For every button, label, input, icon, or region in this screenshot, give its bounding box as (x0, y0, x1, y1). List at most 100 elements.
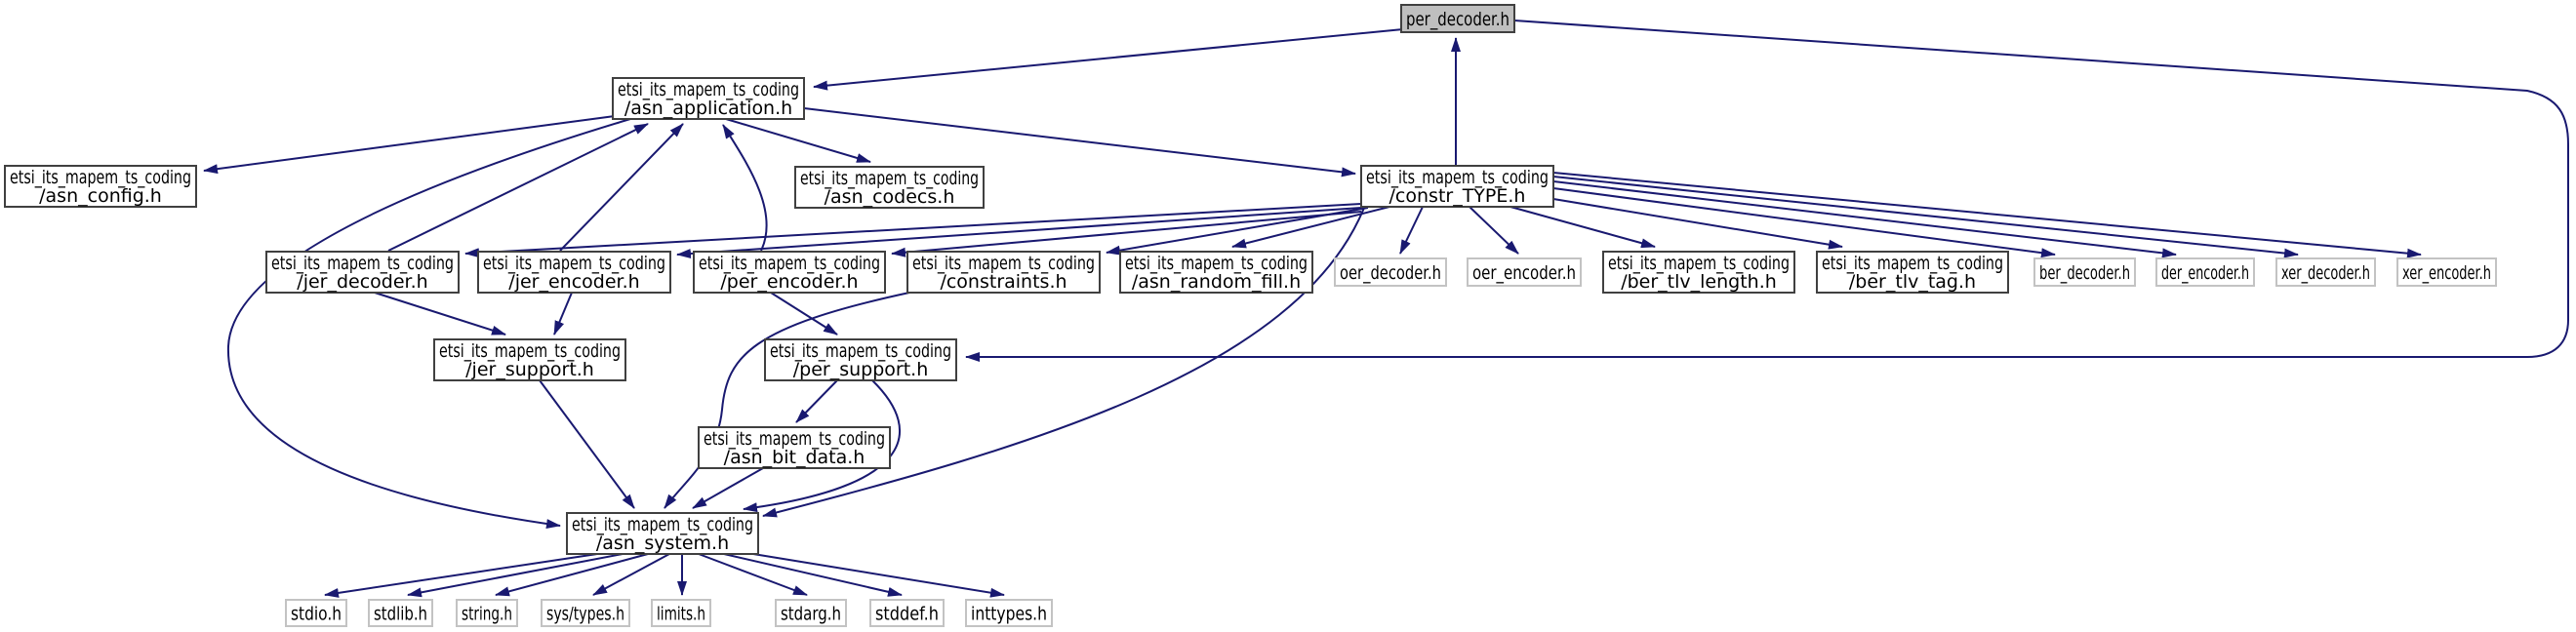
node-label: etsi_its_mapem_ts_coding (618, 79, 799, 100)
node-box[interactable] (1400, 4, 1515, 33)
node-label: etsi_its_mapem_ts_coding (704, 428, 885, 450)
node-oer_decoder: oer_decoder.h (1334, 257, 1447, 287)
node-per_encoder[interactable]: etsi_its_mapem_ts_coding/per_encoder.h (693, 251, 886, 294)
node-box[interactable] (4, 165, 197, 208)
node-label: etsi_its_mapem_ts_coding (1822, 253, 2003, 274)
node-box[interactable] (1119, 251, 1313, 294)
node-box (368, 599, 433, 627)
node-box[interactable] (906, 251, 1101, 294)
node-label: /jer_support.h (465, 359, 594, 380)
edge-asn_system-includes-inttypes (752, 553, 1005, 598)
node-label: /asn_random_fill.h (1132, 271, 1301, 293)
node-box[interactable] (794, 166, 985, 209)
node-box[interactable] (698, 426, 891, 469)
edge-asn_application-includes-constr_TYPE (803, 107, 1356, 178)
node-stdlib: stdlib.h (368, 599, 433, 627)
node-label: etsi_its_mapem_ts_coding (912, 253, 1095, 274)
node-label: stddef.h (875, 604, 939, 625)
node-box[interactable] (1602, 251, 1795, 294)
node-per_decoder[interactable]: per_decoder.h (1400, 4, 1515, 33)
node-label: etsi_its_mapem_ts_coding (439, 340, 621, 362)
edge-constr_TYPE-includes-ber_tlv_length (1509, 206, 1656, 249)
edge-asn_system-includes-stdarg (698, 553, 808, 596)
node-label: /asn_application.h (624, 98, 792, 119)
node-box (651, 599, 711, 627)
node-label: ber_decoder.h (2039, 262, 2130, 284)
node-per_support[interactable]: etsi_its_mapem_ts_coding/per_support.h (764, 338, 957, 381)
node-constr_TYPE[interactable]: etsi_its_mapem_ts_coding/constr_TYPE.h (1360, 165, 1554, 208)
node-der_encoder: der_encoder.h (2155, 257, 2255, 287)
node-jer_support[interactable]: etsi_its_mapem_ts_coding/jer_support.h (433, 338, 626, 381)
edge-constr_TYPE-includes-jer_encoder (676, 207, 1362, 259)
edge-asn_application-includes-asn_codecs (725, 118, 871, 163)
node-limits: limits.h (651, 599, 711, 627)
edge-per_decoder-includes-per_support (965, 20, 2569, 362)
node-asn_system[interactable]: etsi_its_mapem_ts_coding/asn_system.h (566, 512, 759, 555)
node-label: etsi_its_mapem_ts_coding (10, 167, 191, 188)
node-stdarg: stdarg.h (775, 599, 847, 627)
node-box[interactable] (477, 251, 671, 294)
node-label: oer_encoder.h (1472, 262, 1576, 284)
node-label: xer_encoder.h (2402, 262, 2491, 284)
edge-asn_application-includes-asn_system (226, 118, 631, 530)
node-constraints[interactable]: etsi_its_mapem_ts_coding/constraints.h (906, 251, 1101, 294)
node-label: der_encoder.h (2161, 262, 2249, 284)
node-label: etsi_its_mapem_ts_coding (271, 253, 454, 274)
node-box[interactable] (1816, 251, 2009, 294)
node-ber_tlv_tag[interactable]: etsi_its_mapem_ts_coding/ber_tlv_tag.h (1816, 251, 2009, 294)
node-box[interactable] (612, 77, 805, 120)
node-label: /asn_codecs.h (825, 186, 955, 208)
node-label: /asn_bit_data.h (724, 447, 865, 468)
node-jer_decoder[interactable]: etsi_its_mapem_ts_coding/jer_decoder.h (265, 251, 460, 294)
edge-per_encoder-includes-per_support (770, 292, 838, 336)
node-label: /ber_tlv_tag.h (1849, 271, 1976, 293)
node-label: /jer_decoder.h (297, 271, 427, 293)
node-stdio: stdio.h (285, 599, 347, 627)
node-asn_bit_data[interactable]: etsi_its_mapem_ts_coding/asn_bit_data.h (698, 426, 891, 469)
node-label: stdio.h (291, 604, 342, 625)
node-box[interactable] (265, 251, 460, 294)
node-box (1334, 257, 1447, 287)
edge-constr_TYPE-includes-xer_encoder (1552, 172, 2422, 258)
edge-asn_application-includes-asn_config (203, 115, 616, 175)
node-label: /per_encoder.h (720, 271, 858, 293)
node-label: limits.h (657, 604, 705, 625)
node-box[interactable] (433, 338, 626, 381)
edge-asn_system-includes-stddef (723, 553, 903, 597)
node-box[interactable] (566, 512, 759, 555)
node-label: /constraints.h (940, 271, 1067, 293)
node-asn_application[interactable]: etsi_its_mapem_ts_coding/asn_application… (612, 77, 805, 120)
node-box (2033, 257, 2136, 287)
node-label: xer_decoder.h (2281, 262, 2370, 284)
node-box[interactable] (764, 338, 957, 381)
node-box (2275, 257, 2376, 287)
node-sys_types: sys/types.h (541, 599, 630, 627)
node-asn_codecs[interactable]: etsi_its_mapem_ts_coding/asn_codecs.h (794, 166, 985, 209)
node-box[interactable] (1360, 165, 1554, 208)
node-inttypes: inttypes.h (965, 599, 1053, 627)
node-label: sys/types.h (546, 604, 624, 625)
node-box (1467, 257, 1582, 287)
edge-constr_TYPE-includes-xer_decoder (1552, 176, 2299, 258)
node-label: /jer_encoder.h (508, 271, 639, 293)
node-label: etsi_its_mapem_ts_coding (699, 253, 880, 274)
node-label: etsi_its_mapem_ts_coding (770, 340, 951, 362)
node-label: inttypes.h (971, 604, 1047, 625)
node-label: /ber_tlv_length.h (1621, 271, 1777, 293)
node-box[interactable] (693, 251, 886, 294)
edge-jer_encoder-includes-asn_application (559, 123, 684, 252)
node-asn_config[interactable]: etsi_its_mapem_ts_coding/asn_config.h (4, 165, 197, 208)
edge-constraints-includes-asn_system (664, 292, 910, 509)
node-box (2396, 257, 2497, 287)
node-ber_tlv_length[interactable]: etsi_its_mapem_ts_coding/ber_tlv_length.… (1602, 251, 1795, 294)
node-label: per_decoder.h (1406, 9, 1509, 30)
node-string: string.h (456, 599, 518, 627)
node-jer_encoder[interactable]: etsi_its_mapem_ts_coding/jer_encoder.h (477, 251, 671, 294)
edge-asn_bit_data-includes-asn_system (692, 467, 764, 509)
node-label: /asn_system.h (596, 533, 729, 554)
node-label: stdarg.h (781, 604, 841, 625)
node-box (775, 599, 847, 627)
edge-constr_TYPE-includes-jer_decoder (464, 203, 1362, 258)
node-asn_random_fill[interactable]: etsi_its_mapem_ts_coding/asn_random_fill… (1119, 251, 1313, 294)
